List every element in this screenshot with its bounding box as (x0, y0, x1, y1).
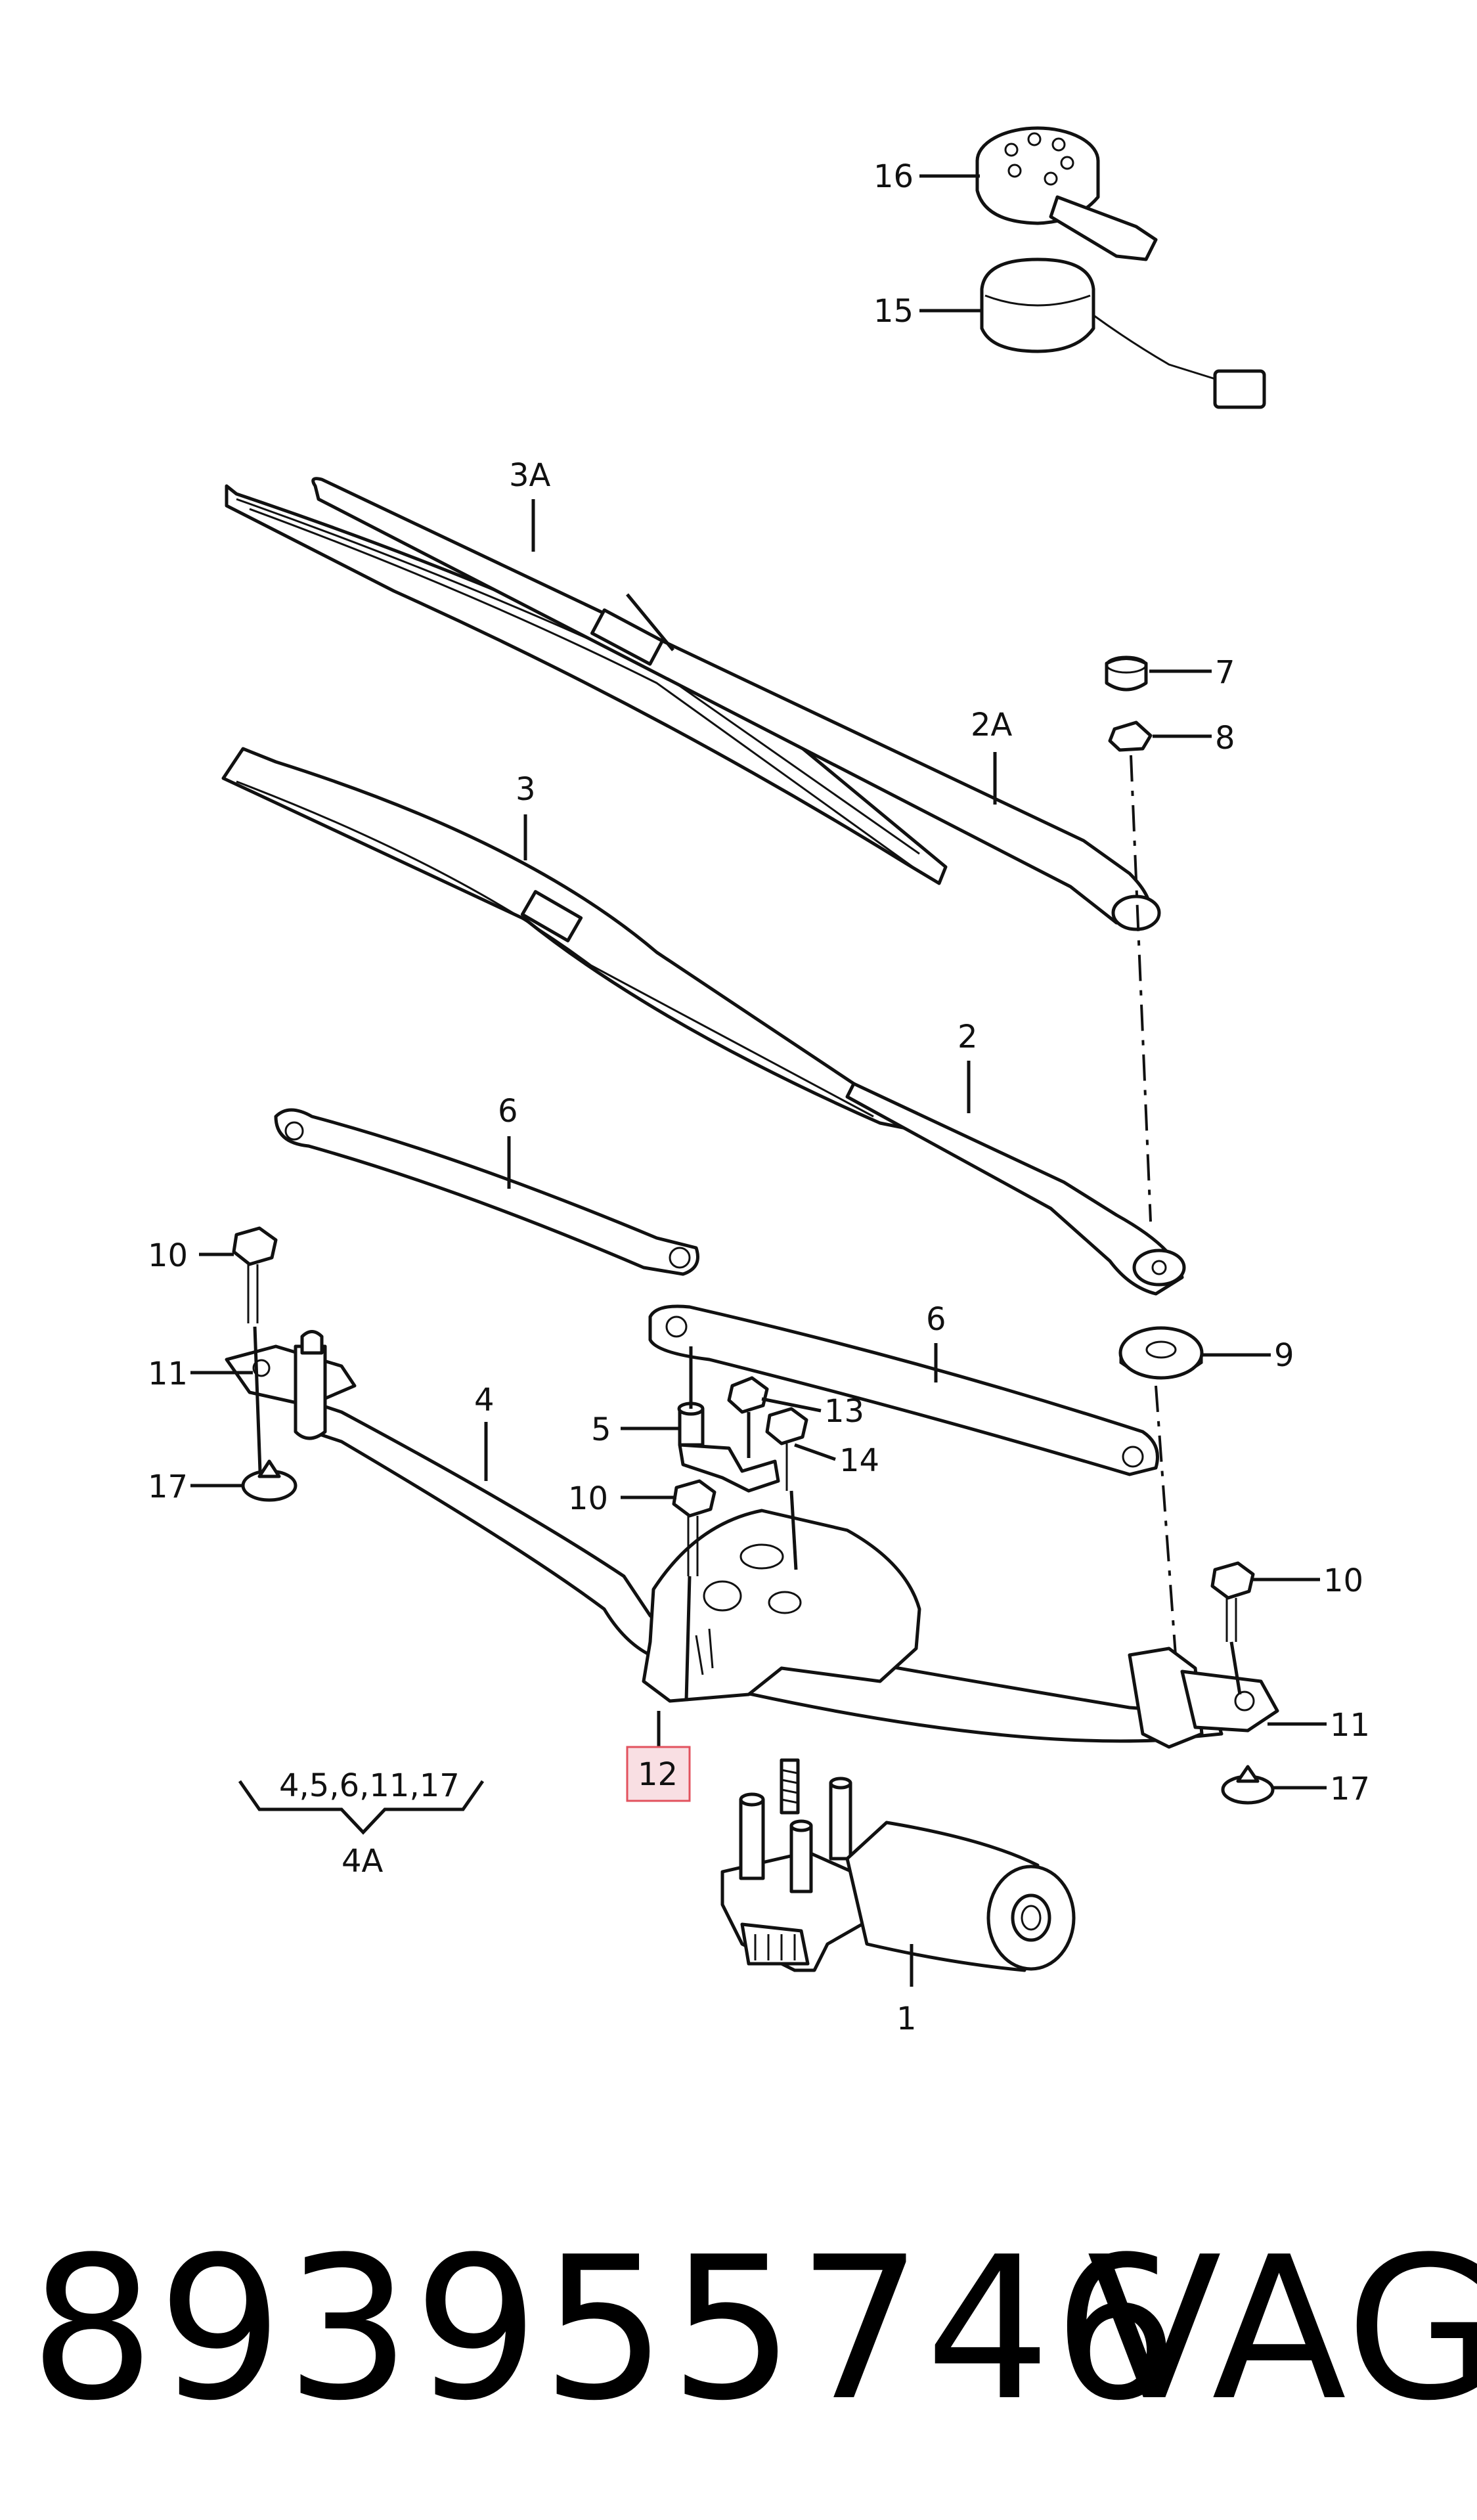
callout-11-right: 11 (1330, 1707, 1370, 1744)
part-13-nut (727, 1376, 769, 1458)
callout-6-lower: 6 (926, 1301, 946, 1338)
callout-2A: 2A (971, 707, 1013, 743)
part-2A-wiper-arm (311, 477, 1161, 931)
callout-10-center: 10 (568, 1480, 608, 1517)
callout-10-left: 10 (148, 1237, 188, 1274)
callout-17-left: 17 (148, 1469, 188, 1505)
part-5-spacer (677, 1346, 705, 1447)
callout-8: 8 (1215, 720, 1235, 757)
callout-9: 9 (1274, 1337, 1294, 1374)
part-number: 893955746 (30, 2215, 1181, 2444)
part-7-cap (1105, 655, 1148, 692)
callout-12: 12 (638, 1756, 678, 1793)
part-17-clip-right (1221, 1765, 1275, 1805)
part-10-bolt-right (1210, 1561, 1255, 1695)
callout-1: 1 (896, 2001, 917, 2037)
bracket-plate (678, 1443, 780, 1493)
leader-lines (190, 174, 1327, 1987)
callout-10-right: 10 (1323, 1562, 1363, 1599)
part-10-bolt-left (232, 1226, 278, 1472)
callout-3A: 3A (509, 457, 551, 494)
part-16-switch-knob (975, 126, 1158, 261)
callout-7: 7 (1215, 654, 1235, 691)
callout-2: 2 (958, 1019, 978, 1055)
callout-12-highlight[interactable]: 12 (626, 1746, 691, 1802)
part-8-nut (1108, 720, 1153, 752)
group-members: 4,5,6,11,17 (279, 1767, 460, 1804)
callout-17-right: 17 (1330, 1771, 1370, 1807)
part-10-bolt-center (672, 1479, 716, 1702)
callout-3: 3 (516, 771, 536, 808)
brand-name: VAG (1087, 2215, 1477, 2444)
part-1-wiper-motor (720, 1758, 1076, 1972)
callout-15: 15 (873, 293, 914, 330)
callout-6-upper: 6 (498, 1093, 518, 1130)
callout-4: 4 (474, 1382, 495, 1419)
part-9-washer (1118, 1326, 1204, 1380)
part-15-switch-housing (980, 257, 1266, 409)
part-6-push-rod-lower (648, 1304, 1159, 1476)
part-2-wiper-arm (845, 1082, 1186, 1296)
callout-13: 13 (824, 1393, 864, 1430)
part-6-push-rod-upper (274, 1108, 699, 1276)
group-bracket-4A (238, 1780, 485, 1835)
part-14-bolt (765, 1407, 808, 1570)
part-17-clip-left (241, 1459, 298, 1502)
group-name: 4A (342, 1843, 384, 1880)
callout-11-left: 11 (148, 1356, 188, 1392)
callout-16: 16 (873, 158, 914, 195)
motor-bracket (642, 1509, 921, 1703)
callout-14: 14 (839, 1442, 879, 1479)
callout-5: 5 (591, 1411, 611, 1448)
